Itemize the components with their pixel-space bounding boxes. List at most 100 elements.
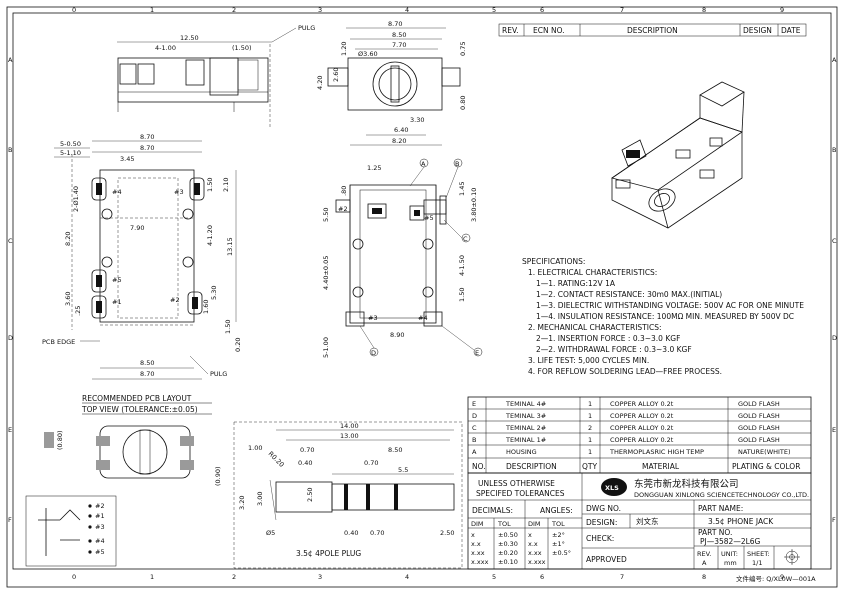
border-col-bottom-0: 0 <box>72 573 76 581</box>
plug-dim-850: 8.50 <box>388 446 402 454</box>
spec-line-7: 2—1. INSERTION FORCE : 0.3~3.0 KGF <box>536 334 680 343</box>
sv2-dim-145: 1.45 <box>458 182 466 196</box>
border-col-bottom-3: 3 <box>318 573 322 581</box>
tb-unless-2: SPECIFED TOLERANCES <box>476 489 565 498</box>
top-view: 8.70 8.70 5-0.50 5-1.10 3.45 2-Ø1.40 7.9… <box>42 133 242 380</box>
top-dim-870a: 8.70 <box>140 133 154 141</box>
border-row-right-C: C <box>832 237 837 245</box>
title-block: UNLESS OTHERWISE SPECIFED TOLERANCES DEC… <box>467 472 816 583</box>
sv2-dim-150: 1.50 <box>458 288 466 302</box>
plug-dim-r020: R0.20 <box>267 450 286 469</box>
side-dim-pins: 4-1.00 <box>155 44 176 52</box>
spec-line-9: 3. LIFE TEST: 5,000 CYCLES MIN. <box>528 356 649 365</box>
bom-row-plating: GOLD FLASH <box>738 436 780 444</box>
border-col-top-1: 1 <box>150 6 154 14</box>
top-dim-dia: 2-Ø1.40 <box>72 186 80 212</box>
border-col-bottom-6: 6 <box>540 573 544 581</box>
tol-row-atol: ±0.5° <box>552 549 571 557</box>
callout-c: C <box>463 235 468 243</box>
schematic: #2 #1 #3 #4 #5 <box>25 495 117 567</box>
tol-row-atol: ±2° <box>552 531 565 539</box>
spec-line-4: 1—3. DIELECTRIC WITHSTANDING VOLTAGE: 50… <box>536 301 804 310</box>
tol-row-adim: x.xxx <box>528 558 546 566</box>
bom-row-qty: 1 <box>588 448 592 456</box>
top-dim-345: 3.45 <box>120 155 134 163</box>
front-dim-870: 8.70 <box>388 20 402 28</box>
front-dim-080: 0.80 <box>459 96 467 110</box>
company-logo <box>601 478 627 496</box>
plug-dim-250b: 2.50 <box>440 529 454 537</box>
ecn-col-header: ECN NO. <box>533 26 565 35</box>
plug-dim-dia5: Ø5 <box>266 529 275 537</box>
pcb-layout-title: RECOMMENDED PCB LAYOUT <box>82 394 192 403</box>
top-dim-870b: 8.70 <box>140 144 154 152</box>
bom-row-qty: 1 <box>588 436 592 444</box>
company-name-en: DONGGUAN XINLONG SCIENCETECHNOLOGY CO.,L… <box>634 491 809 499</box>
border-col-bottom-4: 4 <box>405 573 409 581</box>
bom-row-material: COPPER ALLOY 0.2t <box>610 400 674 408</box>
plug-dim-070c: 0.70 <box>370 529 384 537</box>
top-dim-025: .25 <box>74 306 82 316</box>
side-view-2: 1.25 .80 5.50 4.40±0.05 5-1.00 8.90 1.45… <box>322 158 483 358</box>
bom-row-qty: 2 <box>588 424 592 432</box>
specifications: SPECIFICATIONS: 1. ELECTRICAL CHARACTERI… <box>522 257 804 376</box>
front-dim-640: 6.40 <box>394 126 408 134</box>
top-pin-5: #5 <box>112 276 122 284</box>
sv2-pin-3: #3 <box>368 314 378 322</box>
top-body <box>99 169 195 323</box>
sv2-dim-125: 1.25 <box>367 164 381 172</box>
tol-row-tol: ±0.30 <box>498 540 518 548</box>
side-body <box>117 57 269 103</box>
top-dim-1315: 13.15 <box>226 237 234 256</box>
sv2-pin-2: #2 <box>338 205 348 213</box>
sv2-pin-5: #5 <box>424 214 434 222</box>
bom-header-desc: DESCRIPTION <box>506 462 557 471</box>
border-row-right-E: E <box>832 426 836 434</box>
top-dim-530: 5.30 <box>210 286 218 300</box>
top-pin-1: #1 <box>112 298 122 306</box>
callout-e: E <box>475 349 479 357</box>
border-col-bottom-9: 9 <box>780 573 784 581</box>
bom-row-qty: 1 <box>588 400 592 408</box>
border-row-right-F: F <box>832 516 836 524</box>
tol-row-atol: ±1° <box>552 540 565 548</box>
design-col-header: DESIGN <box>743 26 772 35</box>
bom-row-plating: GOLD FLASH <box>738 412 780 420</box>
sv2-pin-4: #4 <box>418 314 428 322</box>
tb-tol-h2: TOL <box>551 520 565 528</box>
border-col-bottom-8: 8 <box>702 573 706 581</box>
tb-rev: A <box>702 559 707 567</box>
border-row-left-E: E <box>8 426 12 434</box>
pcb-edge-label: PCB EDGE <box>42 338 75 346</box>
tol-row-tol: ±0.10 <box>498 558 518 566</box>
callout-b: B <box>455 160 459 168</box>
top-dim-160: 1.60 <box>202 300 210 314</box>
bom-header-qty: QTY <box>582 462 597 471</box>
plug-dim-1400: 14.00 <box>340 422 359 430</box>
inner-frame <box>12 12 832 570</box>
border-col-top-2: 2 <box>232 6 236 14</box>
border-row-right-D: D <box>832 334 837 342</box>
tb-unit: mm <box>724 559 737 567</box>
border-row-left-A: A <box>8 56 13 64</box>
spec-line-1: 1. ELECTRICAL CHARACTERISTICS: <box>528 268 657 277</box>
tb-decimals: DECIMALS: <box>472 506 513 515</box>
front-dim-770: 7.70 <box>392 41 406 49</box>
sv2-dim-080: .80 <box>340 186 348 196</box>
spec-line-3: 1—2. CONTACT RESISTANCE: 30m0 MAX.(INITI… <box>536 290 722 299</box>
border-col-top-0: 0 <box>72 6 76 14</box>
isometric-view <box>611 81 745 229</box>
projection-symbol-icon <box>784 549 800 565</box>
outer-frame <box>6 6 838 588</box>
spec-line-5: 1—4. INSULATION RESISTANCE: 100MΩ MIN. M… <box>536 312 794 321</box>
tol-row-adim: x.x <box>528 540 538 548</box>
top-dim-020: 0.20 <box>234 338 242 352</box>
bom-row-no: B <box>472 436 476 444</box>
tb-design-label: DESIGN: <box>586 518 617 527</box>
sv2-dim-5-100: 5-1.00 <box>322 337 330 358</box>
rev-col-header: REV. <box>502 26 519 35</box>
callout-a: A <box>421 160 426 168</box>
desc-col-header: DESCRIPTION <box>627 26 678 35</box>
